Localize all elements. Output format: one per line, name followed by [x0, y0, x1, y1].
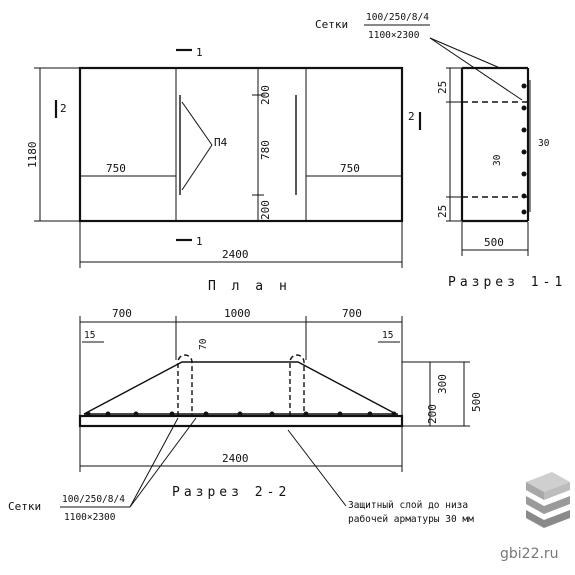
plan-dim-780: 780 [259, 140, 272, 160]
plan-dim-200-bottom: 200 [259, 200, 272, 220]
plan-title: П л а н [208, 279, 291, 294]
section-1-width: 500 [484, 236, 504, 249]
rebar-dot [85, 411, 91, 417]
section-2-dim-200: 200 [426, 404, 439, 424]
section-2-edge-right: 15 [382, 330, 393, 341]
mesh-bottom-spec: 100/250/8/4 [62, 494, 125, 505]
section-1-bottom-label: 1 [196, 235, 203, 248]
section-2-loop-dim: 70 [198, 338, 209, 350]
note-line-1: Защитный слой до низа [348, 500, 468, 511]
rebar-dot [237, 411, 243, 417]
mesh-top-size: 1100×2300 [368, 30, 420, 41]
rebar-dot [203, 411, 209, 417]
mesh-label-top: Сетки 100/250/8/4 1100×2300 [315, 12, 523, 101]
rebar-dot [269, 411, 275, 417]
plan-dim-200-top: 200 [259, 85, 272, 105]
mesh-label-bottom: Сетки 100/250/8/4 1100×2300 [8, 417, 197, 523]
rebar-dot [521, 209, 527, 215]
section-1-dim-30-b: 30 [538, 138, 550, 149]
rebar-dot [303, 411, 309, 417]
rebar-dot [133, 411, 139, 417]
mesh-bottom-leader-2 [129, 417, 197, 508]
section-2-width: 2400 [222, 452, 249, 465]
rebar-dot [521, 171, 527, 177]
cover-note: Защитный слой до низа рабочей арматуры 3… [287, 429, 474, 525]
plan-loop-leader-1 [181, 101, 213, 146]
plan-dim-right: 750 [340, 162, 360, 175]
section-2-dim-300: 300 [436, 374, 449, 394]
section-2-right-label: 2 [408, 110, 415, 123]
mesh-bottom-prefix: Сетки [8, 500, 41, 513]
section-1-1: 25 25 30 30 500 Разрез 1-1 [436, 66, 566, 290]
section-1-bottom-offset: 25 [436, 205, 449, 218]
logo-layer-front [544, 482, 570, 500]
section-1-title: Разрез 1-1 [448, 275, 566, 290]
rebar-dot [521, 193, 527, 199]
rebar-dot [391, 411, 397, 417]
plan-outline [78, 66, 404, 223]
plan-loop-leader-2 [181, 144, 213, 191]
rebar-dot [521, 105, 527, 111]
watermark-text: gbi22.ru [500, 546, 559, 562]
logo-layer-2 [526, 496, 570, 514]
section-2-loop-right [289, 354, 305, 416]
section-2-edge-left: 15 [84, 330, 95, 341]
mesh-bottom-size: 1100×2300 [64, 512, 116, 523]
rebar-dot [521, 149, 527, 155]
section-2-dim-500: 500 [470, 392, 483, 412]
mesh-top-prefix: Сетки [315, 18, 348, 31]
section-2-slab [78, 414, 404, 428]
section-2-right-span: 700 [342, 307, 362, 320]
note-leader [287, 429, 347, 507]
plan-loop-label: П4 [214, 136, 228, 149]
section-1-top-label: 1 [196, 46, 203, 59]
rebar-dot [521, 83, 527, 89]
rebar-dot [521, 127, 527, 133]
plan-height: 1180 [26, 142, 39, 169]
section-1-top-offset: 25 [436, 81, 449, 94]
rebar-dot [337, 411, 343, 417]
section-2-sling-outline [83, 361, 397, 415]
mesh-top-leader-1 [429, 37, 501, 69]
section-2-title: Разрез 2-2 [172, 485, 290, 500]
logo-layer-side [526, 482, 544, 500]
rebar-dot [105, 411, 111, 417]
section-2-left-label: 2 [60, 102, 67, 115]
mesh-bottom-leader-1 [129, 417, 179, 508]
section-2-rebar-dots [85, 411, 397, 417]
section-1-dim-30-a: 30 [492, 154, 503, 166]
plan-width: 2400 [222, 248, 249, 261]
section-2-left-span: 700 [112, 307, 132, 320]
logo-layer-3 [526, 510, 570, 528]
site-logo [526, 472, 570, 528]
rebar-dot [367, 411, 373, 417]
note-line-2: рабочей арматуры 30 мм [348, 514, 474, 525]
section-2-2: 700 1000 700 15 15 70 [78, 307, 483, 500]
plan-dim-left: 750 [106, 162, 126, 175]
mesh-top-spec: 100/250/8/4 [366, 12, 429, 23]
logo-layer-top [526, 472, 570, 492]
section-2-loop-left [177, 354, 193, 416]
section-2-middle-span: 1000 [224, 307, 251, 320]
rebar-dot [169, 411, 175, 417]
plan-view: 200 780 200 750 750 П4 1180 2 2 1 1 2400… [26, 46, 422, 294]
